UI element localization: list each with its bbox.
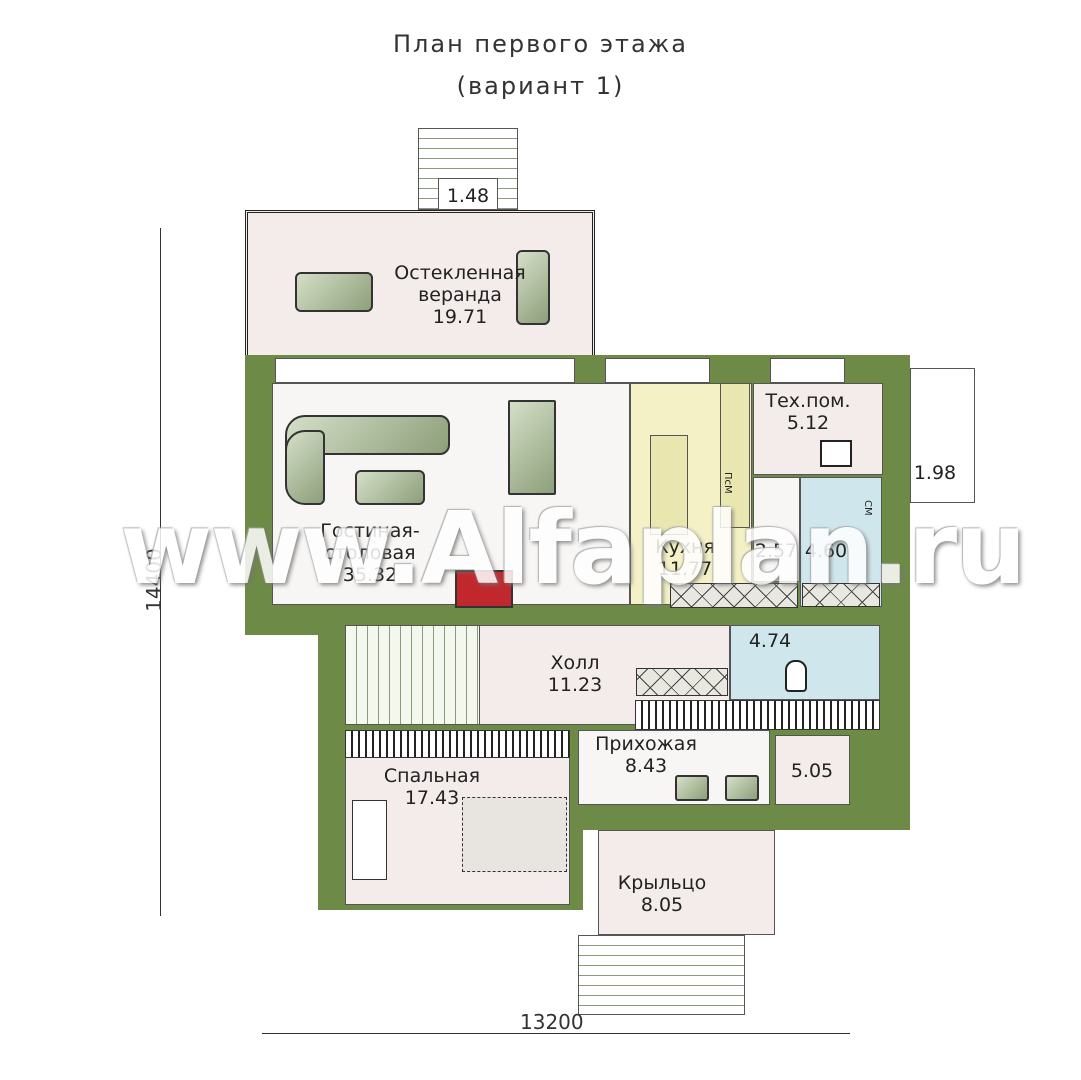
- bathroom-1-area: 4.60: [804, 540, 848, 562]
- washer-label: СМ: [862, 500, 873, 516]
- closet-area: 5.05: [790, 760, 834, 782]
- side-porch-area: 1.98: [913, 462, 957, 484]
- top-landing: [438, 178, 498, 210]
- veranda-area: 19.71: [432, 306, 488, 328]
- width-dimension: 13200: [520, 1010, 584, 1034]
- staircase: [345, 625, 480, 725]
- living-area: 35.32: [342, 564, 398, 586]
- bathroom-2-area: 4.74: [748, 630, 792, 652]
- tech-area: 5.12: [786, 412, 830, 434]
- dishwasher-label: ПсМ: [722, 472, 733, 494]
- kitchen-counter: [720, 383, 750, 528]
- living-label-2: столовая: [324, 542, 416, 564]
- window: [275, 358, 575, 383]
- plan-title: План первого этажа: [392, 30, 689, 58]
- entrance-area: 8.43: [624, 755, 668, 777]
- bedroom-label: Спальная: [383, 765, 481, 787]
- toilet: [785, 660, 807, 692]
- veranda-label-1: Остекленная: [394, 262, 526, 284]
- veranda-label-2: веранда: [418, 284, 502, 306]
- window: [605, 358, 710, 383]
- hall-area: 11.23: [547, 674, 603, 696]
- boiler: [820, 440, 852, 467]
- small-corridor-area: 2.57: [754, 540, 798, 562]
- porch-steps: [578, 935, 745, 1015]
- porch-label: Крыльцо: [617, 872, 707, 894]
- sofa-veranda: [516, 250, 550, 325]
- pouf: [675, 775, 709, 801]
- tech-room: [753, 383, 883, 475]
- living-label-1: Гостиная-: [320, 520, 420, 542]
- bedroom-area: 17.43: [404, 787, 460, 809]
- plan-subtitle: (вариант 1): [456, 72, 625, 100]
- hall-cabinets: [636, 668, 728, 696]
- desk: [352, 800, 387, 880]
- height-dimension-line: [160, 228, 161, 916]
- kitchen-label: Кухня: [655, 536, 715, 558]
- pouf: [725, 775, 759, 801]
- hall-label: Холл: [550, 652, 600, 674]
- entrance-label: Прихожая: [595, 733, 697, 755]
- fireplace: [455, 570, 513, 608]
- side-porch: [910, 368, 975, 503]
- watermark: www.Alfaplan.ru: [120, 490, 1026, 607]
- porch: [598, 830, 775, 935]
- top-landing-area: 1.48: [446, 185, 490, 207]
- dining-table: [508, 400, 556, 495]
- corner-sofa-side: [285, 430, 325, 505]
- tech-label: Тех.пом.: [765, 390, 851, 412]
- kitchen-area: 11.77: [657, 558, 713, 580]
- bath-cabinets: [802, 583, 880, 607]
- bed: [462, 797, 567, 872]
- small-corridor: [753, 477, 800, 582]
- coffee-table: [355, 470, 425, 505]
- width-dimension-line: [262, 1033, 850, 1034]
- window: [770, 358, 845, 383]
- porch-area: 8.05: [640, 894, 684, 916]
- wardrobe-bedroom: [345, 730, 570, 758]
- closet: [775, 735, 850, 805]
- wardrobe-hall: [635, 700, 880, 730]
- dining-table-veranda: [295, 272, 373, 312]
- kitchen-cabinets: [670, 583, 798, 608]
- kitchen-island: [650, 435, 688, 535]
